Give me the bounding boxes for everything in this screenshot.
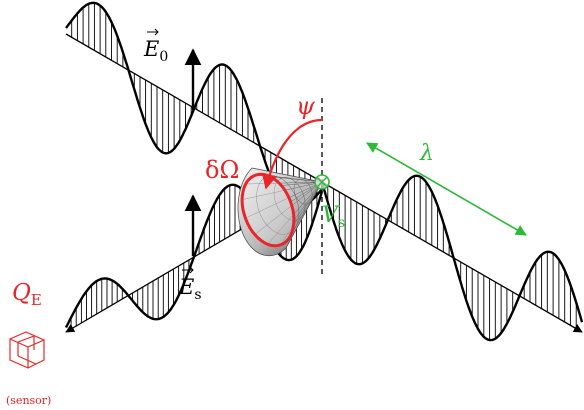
- circle-cross-icon: [314, 174, 330, 190]
- cone-generator-line: [254, 181, 323, 235]
- qe-label: QE: [12, 280, 42, 309]
- cone-generator-line: [280, 181, 323, 245]
- domega-label: δΩ: [205, 156, 239, 184]
- psi-angle-arrow: [261, 118, 323, 190]
- e0-accent-head: [154, 28, 159, 36]
- es-accent-head: [189, 266, 194, 274]
- cone-generator-line: [245, 181, 323, 185]
- cone-ring: [293, 179, 313, 205]
- forward-axis: [321, 181, 583, 333]
- psi-label: ψ: [296, 92, 316, 120]
- lambda-label: λ: [419, 141, 434, 166]
- cone-ring: [273, 177, 306, 221]
- cube-sensor-icon: [9, 331, 45, 369]
- solid-angle-cone: [237, 167, 323, 257]
- sensor-caption: (sensor): [6, 394, 51, 407]
- cone-generator-line: [242, 181, 323, 200]
- scattered-wave-curve: [64, 183, 324, 329]
- es-label: Es: [178, 275, 202, 303]
- e0-label: E0: [143, 37, 168, 65]
- cone-generator-line: [245, 181, 323, 219]
- vs-label: Vs: [322, 203, 345, 231]
- wavelength-arrow: [366, 142, 527, 236]
- cone-generator-line: [293, 181, 323, 221]
